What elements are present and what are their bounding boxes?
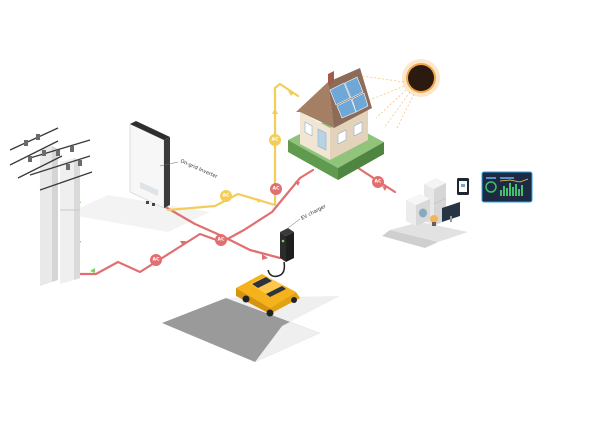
ac-badge-grid: AC xyxy=(150,254,162,266)
arrow-solar-up xyxy=(272,108,278,114)
house-icon xyxy=(288,68,384,180)
ac-badge-charger: AC xyxy=(215,234,227,246)
arrow-grid xyxy=(90,268,95,273)
ac-badge-label: AC xyxy=(273,186,281,192)
ac-badge-label: AC xyxy=(375,179,383,185)
ac-badge-solar-top: AC xyxy=(269,134,281,146)
ev-charger-icon xyxy=(268,228,294,276)
ev-charger-label: EV charger xyxy=(300,203,328,222)
ac-badge-appliances: AC xyxy=(372,176,384,188)
sun-icon xyxy=(362,59,440,130)
power-pole-icon xyxy=(10,128,92,286)
inverter-icon xyxy=(130,121,170,208)
ac-badge-solar-bottom: AC xyxy=(220,190,232,202)
ac-badge-label: AC xyxy=(223,193,231,199)
inverter-label: On-grid Inverter xyxy=(179,158,219,180)
ac-badge-label: AC xyxy=(153,257,161,263)
inverter-platform xyxy=(66,195,210,232)
ac-badge-label: AC xyxy=(218,237,226,243)
tablet-icon xyxy=(457,178,469,195)
dashboard-icon xyxy=(482,172,532,202)
charger-leader xyxy=(288,219,300,228)
ac-badge-house: AC xyxy=(270,183,282,195)
ac-badge-label: AC xyxy=(272,137,280,143)
washing-machine-icon xyxy=(406,194,430,226)
